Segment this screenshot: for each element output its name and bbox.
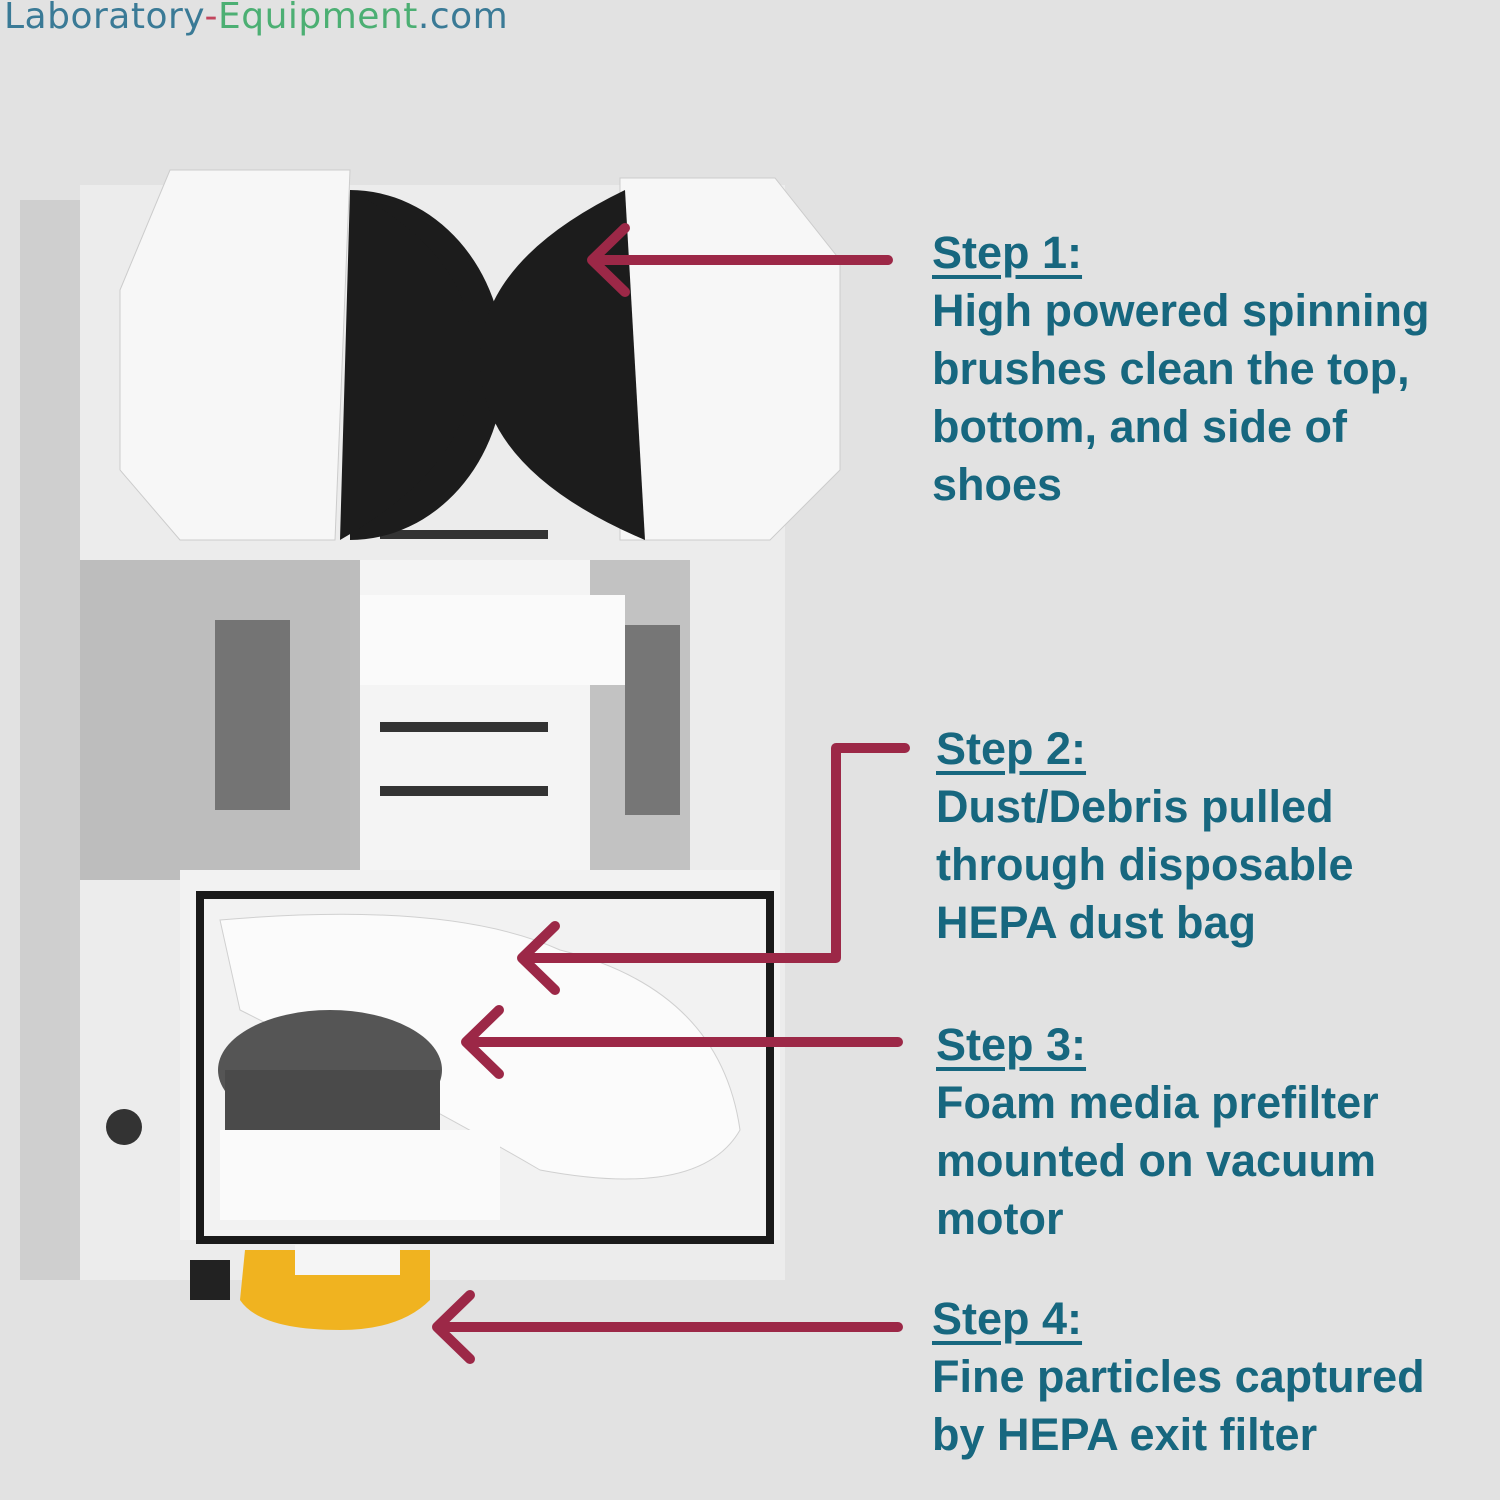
step-1-callout: Step 1: High powered spinning brushes cl… [932,224,1429,514]
logo-part: Laboratory [4,0,205,37]
vent-grille-right [625,625,680,815]
slot [380,786,548,796]
step-4-callout: Step 4: Fine particles captured by HEPA … [932,1290,1425,1464]
left-brush-bristles [340,190,471,540]
step-heading: Step 2: [936,723,1087,774]
step-3-callout: Step 3: Foam media prefilter mounted on … [936,1016,1379,1248]
step-description: Fine particles captured by HEPA exit fil… [932,1351,1425,1460]
arrow-step-2 [517,743,910,995]
step-description: Dust/Debris pulled through disposable HE… [936,781,1354,948]
logo-part: Equipment [217,0,418,37]
filter-clamp [295,1245,400,1275]
control-knob [106,1109,142,1145]
step-heading: Step 1: [932,227,1083,278]
right-brush-hood [619,177,841,541]
slot [380,530,548,539]
arrow-step-4 [432,1290,903,1364]
arrow-step-1 [587,223,893,297]
step-description: High powered spinning brushes clean the … [932,285,1430,510]
site-logo: Laboratory-Equipment.com [4,0,508,37]
left-brush-hood [119,169,351,541]
step-heading: Step 3: [936,1019,1087,1070]
step-2-callout: Step 2: Dust/Debris pulled through dispo… [936,720,1354,952]
slot [380,722,548,732]
step-heading: Step 4: [932,1293,1083,1344]
logo-dash: - [204,0,218,37]
logo-part: .com [417,0,509,37]
step-description: Foam media prefilter mounted on vacuum m… [936,1077,1379,1244]
foam-bar [360,595,625,685]
motor-shelf [220,1130,500,1220]
motor-body [225,1070,440,1130]
gasket-frame [196,891,774,1244]
shadow [20,200,80,1280]
arrow-step-3 [461,1005,903,1079]
vent-grille-left [215,620,290,810]
cable-gland [190,1260,230,1300]
